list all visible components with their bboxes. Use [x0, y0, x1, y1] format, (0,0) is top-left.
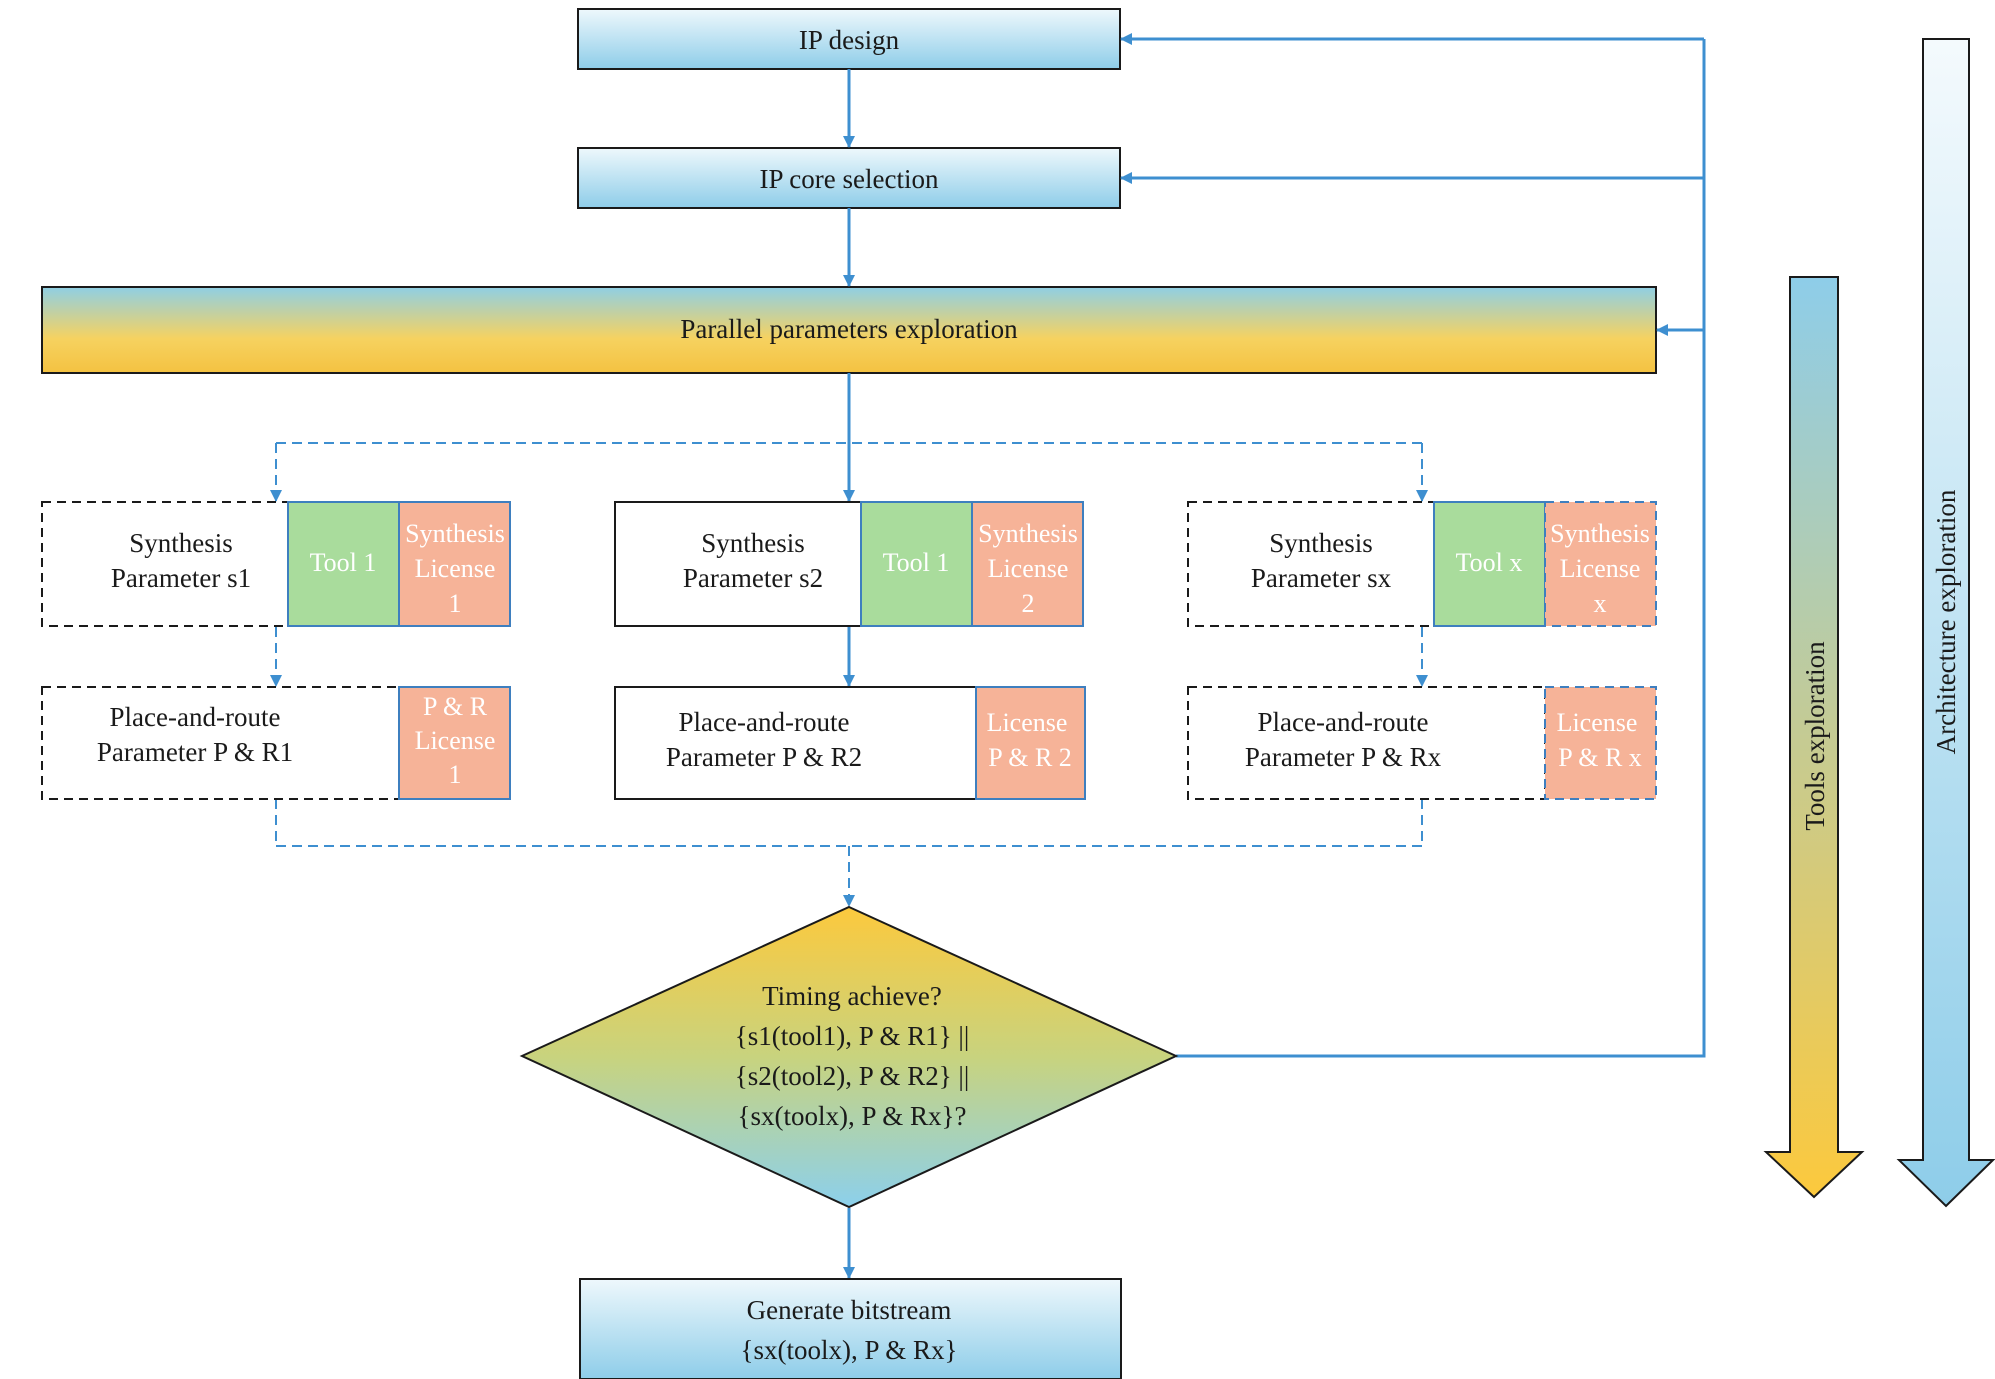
tools-exploration-label: Tools exploration — [1800, 641, 1830, 831]
column-3: Synthesis Parameter sx Tool x Synthesis … — [1187, 501, 1657, 800]
synthesis-param-2-line2: Parameter s2 — [683, 563, 823, 593]
synthesis-license-1-line3: 1 — [449, 589, 462, 618]
tool-1-label: Tool 1 — [310, 548, 377, 577]
synthesis-param-2-line1: Synthesis — [701, 528, 805, 558]
decision-line2: {s1(tool1), P & R1} || — [735, 1021, 970, 1051]
pr-param-box-1: Place-and-route Parameter P & R1 — [41, 686, 400, 800]
generate-bitstream-box: Generate bitstream {sx(toolx), P & Rx} — [579, 1278, 1122, 1379]
synthesis-license-box-2: Synthesis License 2 — [971, 501, 1084, 627]
synthesis-license-box-3: Synthesis License x — [1544, 501, 1657, 627]
pr-license-3-line2: P & R x — [1558, 743, 1642, 772]
pr-license-box-3: License P & R x — [1544, 686, 1657, 800]
pr-license-1-line1: P & R — [423, 692, 488, 721]
pr-param-1-line1: Place-and-route — [110, 702, 281, 732]
synthesis-param-1-line2: Parameter s1 — [111, 563, 251, 593]
feedback-loop — [1120, 33, 1706, 1058]
tool-box-1: Tool 1 — [287, 501, 400, 627]
pr-param-2-line1: Place-and-route — [679, 707, 850, 737]
pr-license-2-line2: P & R 2 — [988, 743, 1072, 772]
pr-param-2-line2: Parameter P & R2 — [666, 742, 862, 772]
synthesis-license-3-line1: Synthesis — [1550, 519, 1650, 548]
synthesis-license-3-line2: License — [1560, 554, 1641, 583]
ip-core-selection-box: IP core selection — [577, 147, 1121, 209]
architecture-exploration-arrow: Architecture exploration — [1896, 38, 1995, 1208]
decision-line1: Timing achieve? — [762, 981, 942, 1011]
synthesis-param-box-2: Synthesis Parameter s2 — [614, 501, 862, 627]
synthesis-param-box-1: Synthesis Parameter s1 — [41, 501, 289, 627]
synthesis-license-2-line2: License — [988, 554, 1069, 583]
tool-3-label: Tool x — [1456, 548, 1523, 577]
pr-param-box-2: Place-and-route Parameter P & R2 — [614, 686, 977, 800]
synthesis-param-3-line1: Synthesis — [1269, 528, 1373, 558]
column-1: Synthesis Parameter s1 Tool 1 Synthesis … — [41, 501, 511, 800]
tools-exploration-arrow: Tools exploration — [1763, 276, 1865, 1199]
pr-license-3-line1: License — [1557, 708, 1638, 737]
architecture-exploration-label: Architecture exploration — [1931, 489, 1961, 754]
timing-decision-diamond: Timing achieve? {s1(tool1), P & R1} || {… — [519, 905, 1179, 1209]
tool-box-2: Tool 1 — [860, 501, 973, 627]
parallel-exploration-label: Parallel parameters exploration — [680, 314, 1018, 344]
synthesis-param-3-line2: Parameter sx — [1251, 563, 1392, 593]
generate-line2: {sx(toolx), P & Rx} — [741, 1335, 958, 1365]
ip-design-box: IP design — [577, 8, 1121, 70]
synthesis-license-3-line3: x — [1594, 589, 1607, 618]
pr-param-3-line2: Parameter P & Rx — [1245, 742, 1442, 772]
synthesis-param-box-3: Synthesis Parameter sx — [1187, 501, 1435, 627]
ip-design-label: IP design — [799, 25, 900, 55]
pr-license-1-line3: 1 — [449, 760, 462, 789]
synthesis-param-1-line1: Synthesis — [129, 528, 233, 558]
generate-line1: Generate bitstream — [747, 1295, 952, 1325]
feedback-line — [1176, 39, 1706, 1058]
tool-2-label: Tool 1 — [883, 548, 950, 577]
synthesis-license-2-line1: Synthesis — [978, 519, 1078, 548]
ip-core-selection-label: IP core selection — [760, 164, 939, 194]
synthesis-license-1-line2: License — [415, 554, 496, 583]
pr-license-box-1: P & R License 1 — [398, 686, 511, 800]
pr-param-box-3: Place-and-route Parameter P & Rx — [1187, 686, 1546, 800]
pr-license-2-line1: License — [987, 708, 1068, 737]
pr-license-1-line2: License — [415, 726, 496, 755]
pr-param-3-line1: Place-and-route — [1258, 707, 1429, 737]
pr-license-box-2: License P & R 2 — [975, 686, 1086, 800]
decision-line4: {sx(toolx), P & Rx}? — [738, 1101, 967, 1131]
pr-param-1-line2: Parameter P & R1 — [97, 737, 293, 767]
synthesis-license-box-1: Synthesis License 1 — [398, 501, 511, 627]
dashed-connectors — [270, 442, 1428, 907]
decision-line3: {s2(tool2), P & R2} || — [735, 1061, 970, 1091]
parallel-exploration-box: Parallel parameters exploration — [41, 286, 1657, 374]
tool-box-3: Tool x — [1433, 501, 1546, 627]
column-2: Synthesis Parameter s2 Tool 1 Synthesis … — [614, 501, 1086, 800]
synthesis-license-1-line1: Synthesis — [405, 519, 505, 548]
synthesis-license-2-line3: 2 — [1022, 589, 1035, 618]
